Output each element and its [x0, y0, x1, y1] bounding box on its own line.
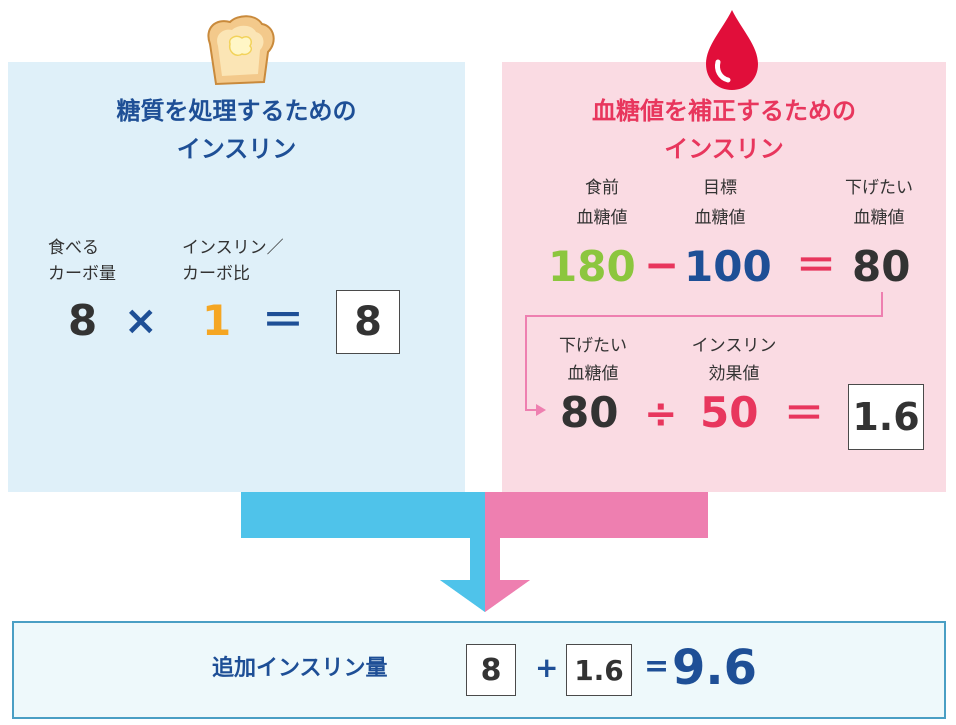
correction-insulin-result: 1.6	[848, 384, 924, 450]
equals-sign-right-1: ＝	[796, 243, 836, 289]
pink-arrow	[485, 492, 708, 612]
equals-sign-right-2: ＝	[784, 391, 824, 437]
total-insulin-label: 追加インスリン量	[212, 656, 388, 681]
connector-line	[525, 292, 883, 411]
cyan-arrow	[241, 492, 485, 612]
carb-ratio-label-1: インスリン／	[182, 238, 284, 258]
difference-value: 80	[852, 242, 911, 291]
effect-label-1: インスリン	[691, 336, 777, 356]
left-title-line1: 糖質を処理するための	[116, 97, 357, 125]
pre-meal-label-2: 血糖値	[576, 208, 628, 228]
lower2-label-1: 下げたい	[559, 336, 627, 356]
toast-icon	[207, 15, 275, 86]
carb-amount-label-2: カーボ量	[48, 264, 116, 284]
merge-arrow	[241, 492, 708, 612]
target-label-1: 目標	[703, 178, 737, 198]
carb-amount-label-1: 食べる	[48, 238, 99, 258]
lower2-label-2: 血糖値	[567, 364, 619, 384]
times-sign: ×	[124, 298, 158, 344]
blood-drop-icon	[706, 10, 758, 90]
carb-insulin-panel	[8, 62, 465, 492]
pre-meal-value: 180	[548, 242, 636, 291]
target-label-2: 血糖値	[694, 208, 746, 228]
effect-label-2: 効果値	[708, 364, 760, 384]
right-title-line2: インスリン	[664, 135, 784, 163]
carb-value: 8	[68, 296, 98, 345]
carb-insulin-result: 8	[336, 290, 400, 354]
minus-sign: −	[644, 240, 680, 289]
lower-label-2: 血糖値	[853, 208, 905, 228]
plus-sign: +	[535, 651, 559, 684]
ratio-value: 1	[202, 296, 232, 345]
pre-meal-label-1: 食前	[585, 178, 619, 198]
footer-term2: 1.6	[566, 644, 632, 696]
total-insulin-value: 9.6	[672, 640, 758, 696]
carb-ratio-label-2: カーボ比	[182, 264, 250, 284]
footer-equals-sign: =	[644, 649, 670, 684]
lower-value: 80	[560, 388, 619, 437]
left-title-line2: インスリン	[176, 135, 297, 163]
right-title-line1: 血糖値を補正するための	[592, 97, 856, 125]
connector-arrowhead	[536, 404, 546, 416]
footer-term1: 8	[466, 644, 516, 696]
target-value: 100	[684, 242, 772, 291]
equals-sign-left: ＝	[262, 296, 305, 345]
lower-label-1: 下げたい	[845, 178, 913, 198]
divide-sign: ÷	[644, 391, 678, 437]
effect-value: 50	[700, 388, 759, 437]
